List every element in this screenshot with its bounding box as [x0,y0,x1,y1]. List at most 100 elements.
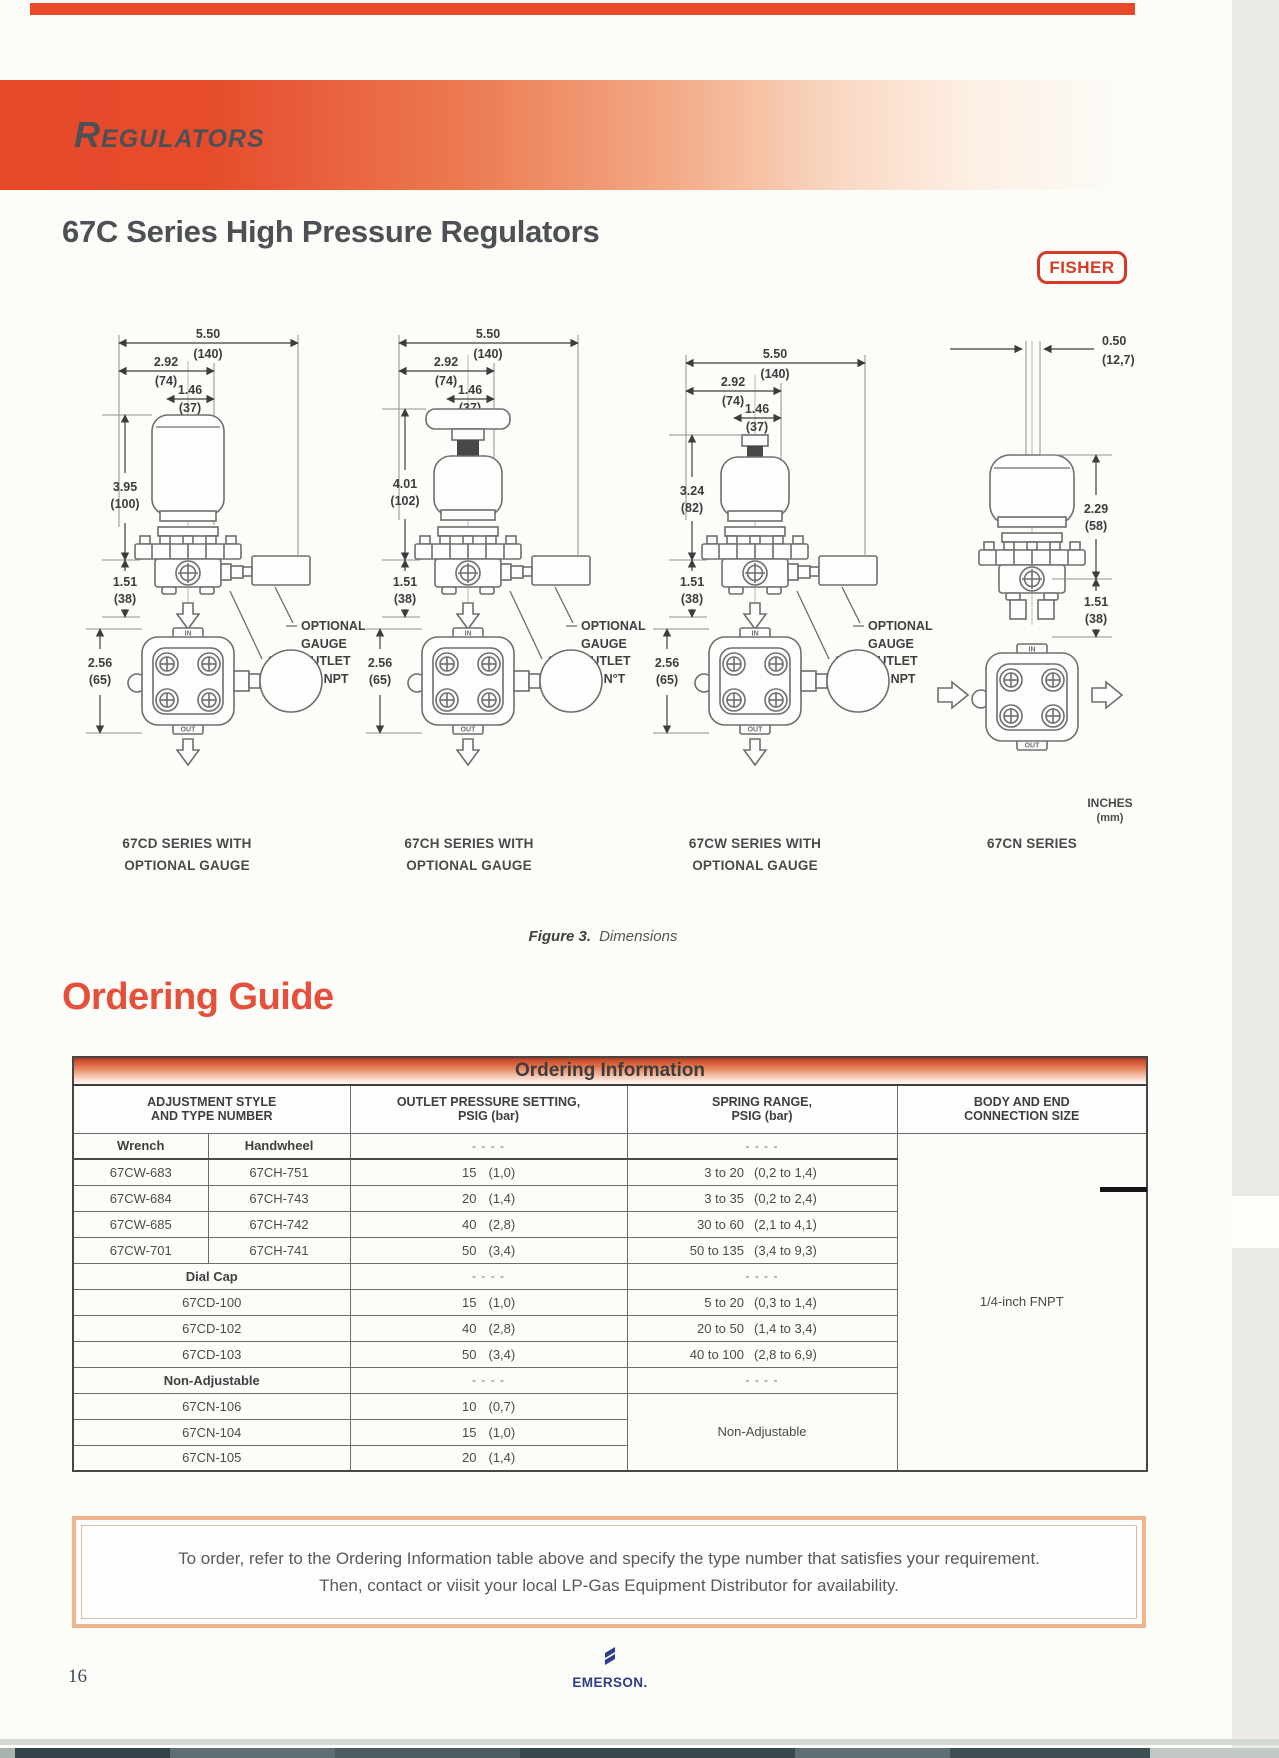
col-header-connection: BODY AND END CONNECTION SIZE [896,1084,1148,1134]
dim-label: (38) [394,592,416,606]
dim-label: 2.92 [434,355,458,369]
gauge-callout: OPTIONAL [581,619,646,633]
dim-label: (38) [1085,612,1107,626]
psig-value: 40 [462,1216,477,1232]
psig-range: 20 to 50 [697,1320,744,1336]
figure-caption-67ch: 67CH SERIES WITH [404,836,534,851]
dim-label: 2.56 [88,656,112,670]
dash-cell: - - - - [349,1132,628,1160]
dash-cell: - - - - [626,1262,898,1290]
dim-label: (74) [435,374,457,388]
outlet-cell: 15(1,0) [349,1158,628,1186]
dim-label: (102) [390,494,419,508]
dim-label: 1.46 [458,383,482,397]
bar-value: (3,4) [488,1346,516,1362]
emerson-logo: EMERSON. [540,1646,680,1690]
col-header-line: CONNECTION SIZE [964,1109,1080,1124]
spring-cell: 30 to 60(2,1 to 4,1) [626,1210,898,1238]
fisher-logo-text: FISHER [1049,257,1115,277]
type-number: 67CH-751 [207,1158,351,1186]
dash-cell: - - - - [349,1262,628,1290]
psig-range: 50 to 135 [689,1242,744,1258]
type-number: 67CH-743 [207,1184,351,1212]
table-title: Ordering Information [72,1056,1148,1086]
figure-caption-67cw: OPTIONAL GAUGE [692,858,818,873]
type-number: 67CW-684 [72,1184,209,1212]
psig-range: 5 to 20 [704,1294,744,1310]
regulators-banner: Regulators [0,80,1165,190]
figure-caption-67cd: OPTIONAL GAUGE [124,858,250,873]
table-row: 67CW-701 67CH-741 50(3,4) 50 to 135(3,4 … [72,1236,1147,1264]
bar-range: (1,4 to 3,4) [754,1320,817,1336]
non-adjustable-spring-cell: Non-Adjustable [626,1392,898,1472]
dim-label: 2.56 [655,656,679,670]
outlet-cell: 15(1,0) [349,1288,628,1316]
spring-cell: 20 to 50 (1,4 to 3,4) [626,1314,898,1342]
emerson-logo-text: EMERSON. [572,1675,648,1690]
gauge-callout: GAUGE [301,637,347,651]
gauge-callout: OPTIONAL [868,619,933,633]
spring-cell: 3 to 20(0,2 to 1,4) [626,1158,898,1186]
bar-value: (1,4) [488,1450,516,1466]
handwheel-subheader: Handwheel [207,1132,351,1160]
table-row: 67CD-103 50(3,4) 40 to 100(2,8 to 6,9) [72,1340,1147,1368]
figure-text: Dimensions [599,928,678,945]
dim-label: 1.46 [178,383,202,397]
scan-edge-segment [795,1748,950,1758]
top-red-bar [30,3,1135,15]
dim-label: (140) [193,347,222,361]
dimension-figure-67cw: 5.50 (140) 2.92 (74) 1.46 (37) 3.24 (82)… [653,347,933,766]
type-number: 67CH-741 [207,1236,351,1264]
bar-range: (0,2 to 1,4) [754,1164,817,1180]
dim-label: 2.92 [721,375,745,389]
dim-label: (58) [1085,519,1107,533]
type-number: 67CH-742 [207,1210,351,1238]
col-header-line: BODY AND END [973,1095,1070,1110]
banner-label: Regulators [74,114,265,155]
dim-label: 5.50 [476,327,500,341]
type-number: 67CW-701 [72,1236,209,1264]
connection-size-cell: 1/4-inch FNPT [896,1132,1148,1472]
scan-edge-segment [15,1748,170,1758]
dim-label: (74) [722,394,744,408]
gauge-callout: GAUGE [581,637,627,651]
type-number: 67CW-683 [72,1158,209,1186]
table-section-row: Non-Adjustable - - - - - - - - [72,1366,1147,1394]
front-view-67cw [701,434,878,595]
page-title: 67C Series High Pressure Regulators [62,214,600,249]
dim-label: (140) [473,347,502,361]
bar-value: (1,0) [488,1294,516,1310]
order-note-line: Then, contact or viisit your local LP-Ga… [319,1575,899,1595]
dim-label: 1.51 [393,575,417,589]
scan-edge-segment [950,1748,1150,1758]
bar-range: (3,4 to 9,3) [754,1242,817,1258]
dim-label: (140) [760,367,789,381]
type-number: 67CD-100 [72,1288,351,1316]
scan-edge-segment [520,1748,795,1758]
outlet-cell: 15(1,0) [349,1418,628,1446]
non-adjustable-subheader: Non-Adjustable [72,1366,351,1394]
dim-label: (100) [110,497,139,511]
dim-label: 1.51 [1084,595,1108,609]
dim-label: 2.92 [154,355,178,369]
outlet-cell: 10(0,7) [349,1392,628,1420]
table-row: 67CD-102 40(2,8) 20 to 50(1,4 to 3,4) [72,1314,1147,1342]
outlet-cell: 20 (1,4) [349,1444,628,1472]
bar-range: (0,3 to 1,4) [754,1294,817,1310]
page-bottom-shadow [0,1739,1279,1745]
dimension-figure-67cd: 5.50 (140) 2.92 (74) 1.46 (37) 3.95 (100… [86,327,366,766]
wrench-subheader: Wrench [72,1132,209,1160]
dim-label: (37) [746,420,768,434]
psig-value: 20 [462,1450,477,1466]
order-note-box: To order, refer to the Ordering Informat… [72,1516,1146,1628]
front-view-67ch [414,408,591,595]
scan-edge-segment [0,1748,15,1758]
dash-cell: - - - - [626,1132,898,1160]
figure-caption-67cn: 67CN SERIES [987,836,1077,851]
scan-edge-segment [170,1748,335,1758]
table-header-row: ADJUSTMENT STYLE AND TYPE NUMBER OUTLET … [72,1084,1148,1134]
figure-caption-67cd: 67CD SERIES WITH [122,836,252,851]
dim-label: (38) [681,592,703,606]
figure-caption-67ch: OPTIONAL GAUGE [406,858,532,873]
